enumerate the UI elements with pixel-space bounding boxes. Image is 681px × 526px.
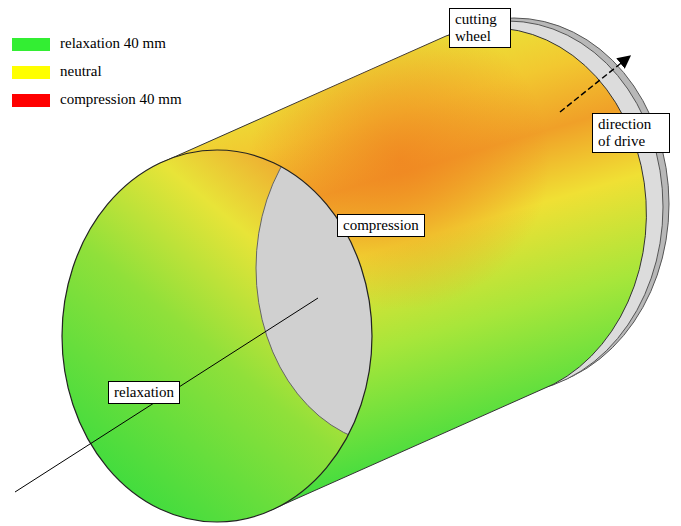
tube-rim — [62, 150, 372, 522]
label-box: compression — [337, 214, 425, 237]
drive-arrow — [560, 56, 630, 112]
legend-swatch — [12, 38, 50, 51]
far-opening — [256, 90, 540, 446]
label-text: compression — [343, 217, 419, 234]
axis-line — [15, 298, 318, 492]
label-box: relaxation — [108, 381, 180, 404]
label-box: direction of drive — [592, 113, 670, 153]
label-text: relaxation — [114, 384, 174, 401]
legend-swatch — [12, 94, 50, 107]
legend-swatch — [12, 66, 50, 79]
label-text: cutting wheel — [455, 11, 505, 45]
legend-text: neutral — [60, 63, 102, 80]
label-box: cutting wheel — [449, 8, 511, 48]
legend-text: compression 40 mm — [60, 91, 182, 108]
legend-text: relaxation 40 mm — [60, 35, 166, 52]
label-text: direction of drive — [598, 116, 664, 150]
